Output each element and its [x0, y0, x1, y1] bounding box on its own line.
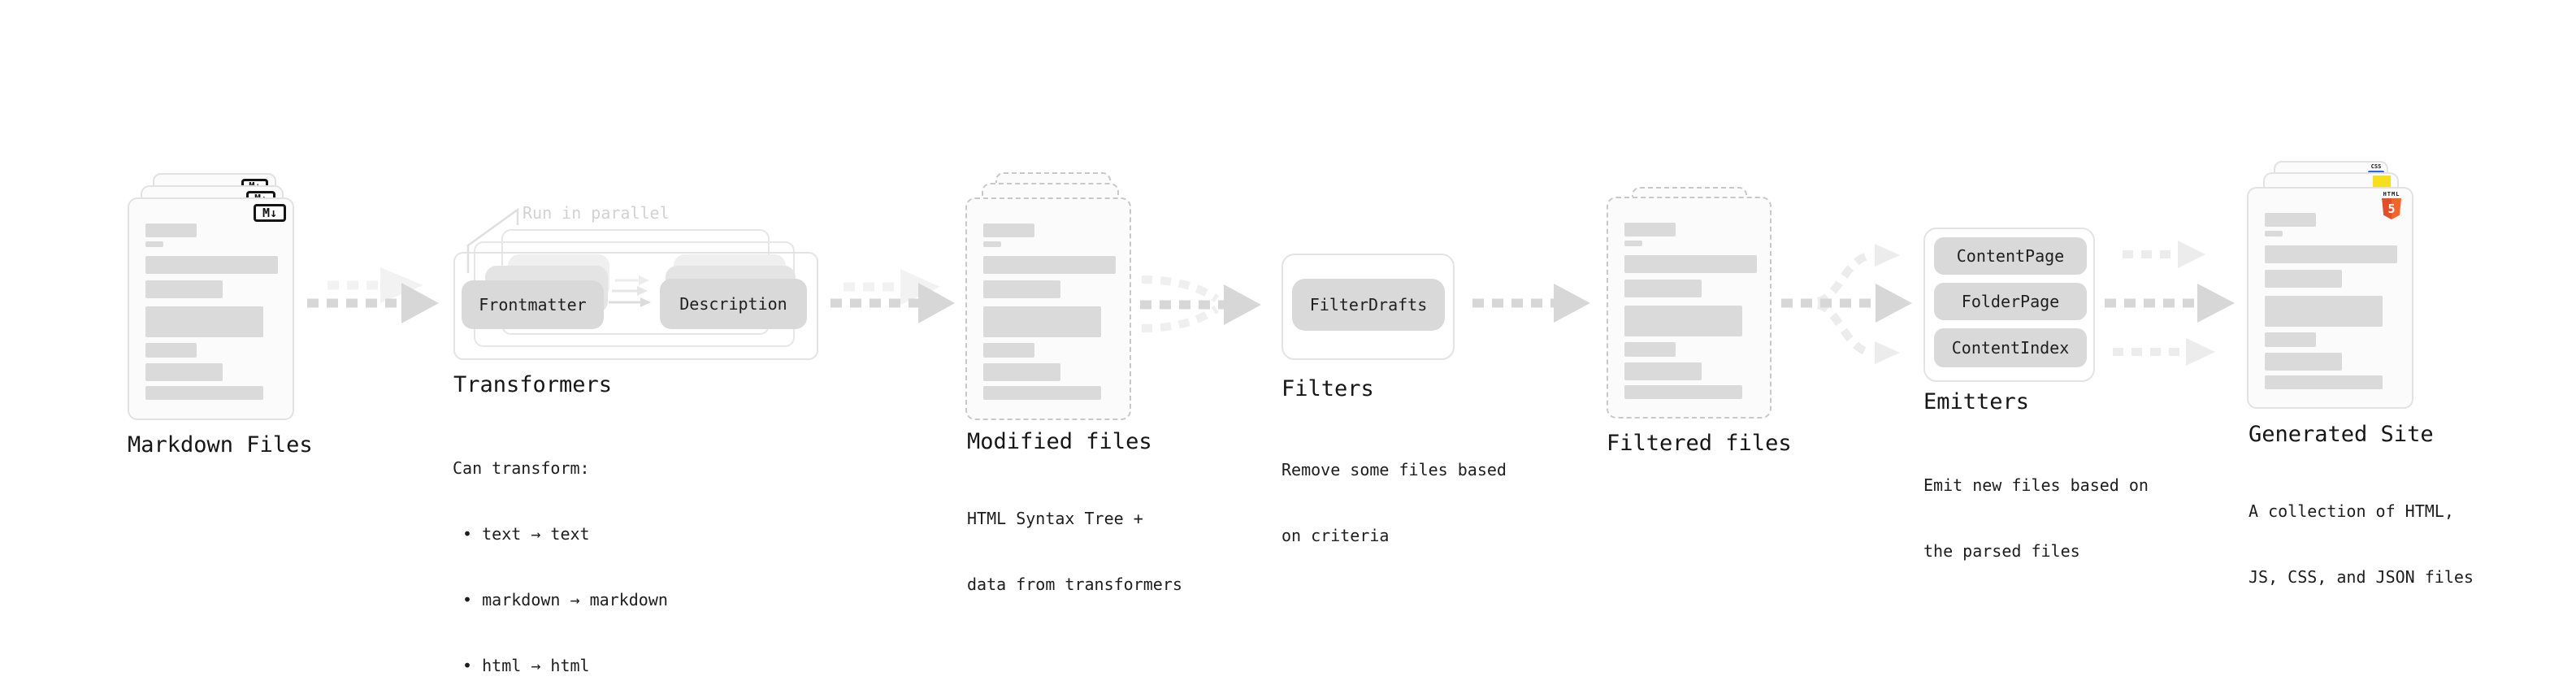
- doc-text-line: [145, 280, 223, 298]
- doc-text-line: [1624, 385, 1742, 399]
- generated-file-card-html: [2247, 187, 2413, 409]
- html5-icon-word: HTML: [2383, 191, 2400, 197]
- doc-text-line: [2265, 332, 2316, 347]
- filtered-file-card-front: [1607, 197, 1772, 419]
- filters-description: Remove some files based on criteria: [1281, 415, 1507, 591]
- transformer-frame-front: [453, 252, 818, 360]
- modified-file-card-front: [965, 197, 1131, 420]
- doc-text-line: [1624, 280, 1702, 297]
- doc-text-line: [2265, 245, 2397, 263]
- doc-text-line: [2265, 353, 2342, 371]
- doc-text-line: [145, 306, 263, 337]
- doc-text-line: [983, 363, 1060, 381]
- run-in-parallel-annotation: Run in parallel: [523, 203, 670, 223]
- desc-line: Remove some files based: [1281, 460, 1507, 479]
- stage-generated-site: CSS HTML 5 Generated Site A collection o…: [2247, 161, 2523, 587]
- doc-text-line: [145, 343, 197, 358]
- html5-icon: HTML 5: [2380, 191, 2403, 219]
- doc-text-line: [2265, 375, 2383, 389]
- stage-label-generated-site: Generated Site: [2249, 422, 2434, 447]
- emitters-description: Emit new files based on the parsed files: [1923, 431, 2149, 606]
- doc-text-line: [145, 386, 263, 400]
- desc-line: Can transform:: [453, 458, 590, 478]
- doc-text-line: [2265, 231, 2283, 236]
- desc-line: • text → text: [453, 524, 590, 544]
- doc-text-line: [1624, 342, 1676, 357]
- doc-text-line: [2265, 213, 2316, 227]
- doc-content-lines: [983, 223, 1116, 419]
- doc-text-line: [145, 241, 163, 247]
- doc-text-line: [983, 343, 1034, 358]
- contentpage-node: ContentPage: [1934, 237, 2087, 275]
- doc-text-line: [1624, 362, 1702, 380]
- desc-line: • markdown → markdown: [453, 590, 668, 609]
- stage-markdown-files: M↓ M↓ M↓ Markdown Files: [128, 173, 339, 514]
- doc-text-line: [983, 256, 1116, 274]
- doc-text-line: [983, 306, 1101, 337]
- doc-content-lines: [1624, 223, 1757, 417]
- stage-label-transformers: Transformers: [453, 372, 613, 397]
- transformers-description: Can transform: • text → text • markdown …: [453, 414, 668, 681]
- frontmatter-node: Frontmatter: [462, 280, 604, 329]
- markdown-file-card-front: [128, 197, 294, 420]
- doc-text-line: [1624, 223, 1676, 236]
- arrow-transformers-to-modified: [830, 269, 955, 323]
- desc-line: on criteria: [1281, 526, 1390, 545]
- desc-line: Emit new files based on: [1923, 475, 2149, 495]
- markdown-icon: M↓: [254, 204, 286, 222]
- stage-filtered-files: Filtered files: [1607, 187, 1818, 512]
- doc-text-line: [983, 386, 1101, 400]
- doc-content-lines: [145, 223, 278, 419]
- stage-label-filters: Filters: [1281, 376, 1374, 401]
- stage-label-emitters: Emitters: [1923, 389, 2030, 414]
- desc-line: • html → html: [453, 656, 590, 675]
- doc-text-line: [2265, 296, 2383, 327]
- doc-text-line: [983, 280, 1060, 298]
- stage-filters: FilterDrafts Filters Remove some files b…: [1281, 254, 1542, 545]
- stage-emitters: ContentPage FolderPage ContentIndex Emit…: [1923, 228, 2184, 561]
- desc-line: HTML Syntax Tree +: [967, 509, 1143, 528]
- doc-text-line: [145, 256, 278, 274]
- html5-icon-shield: 5: [2382, 198, 2401, 219]
- desc-line: data from transformers: [967, 575, 1182, 594]
- desc-line: JS, CSS, and JSON files: [2249, 567, 2474, 587]
- description-node: Description: [660, 279, 807, 329]
- desc-line: A collection of HTML,: [2249, 501, 2454, 521]
- doc-text-line: [983, 241, 1001, 247]
- stage-label-modified-files: Modified files: [967, 429, 1152, 454]
- folderpage-node: FolderPage: [1934, 283, 2087, 320]
- css-icon-word: CSS: [2370, 163, 2382, 170]
- stage-label-filtered-files: Filtered files: [1607, 431, 1792, 456]
- doc-text-line: [1624, 241, 1642, 246]
- stage-modified-files: Modified files HTML Syntax Tree + data f…: [965, 172, 1182, 594]
- doc-text-line: [145, 223, 197, 237]
- generated-site-description: A collection of HTML, JS, CSS, and JSON …: [2249, 457, 2474, 632]
- modified-files-description: HTML Syntax Tree + data from transformer…: [967, 464, 1182, 640]
- doc-content-lines: [2265, 213, 2397, 407]
- doc-text-line: [1624, 255, 1757, 273]
- stage-transformers: Run in parallel Frontmatter Description …: [453, 203, 835, 675]
- contentindex-node: ContentIndex: [1934, 328, 2087, 367]
- stage-label-markdown-files: Markdown Files: [128, 432, 313, 458]
- desc-line: the parsed files: [1923, 541, 2080, 561]
- doc-text-line: [1624, 306, 1742, 336]
- filterdrafts-node: FilterDrafts: [1292, 279, 1445, 331]
- doc-text-line: [145, 363, 223, 381]
- doc-text-line: [983, 223, 1034, 237]
- doc-text-line: [2265, 270, 2342, 288]
